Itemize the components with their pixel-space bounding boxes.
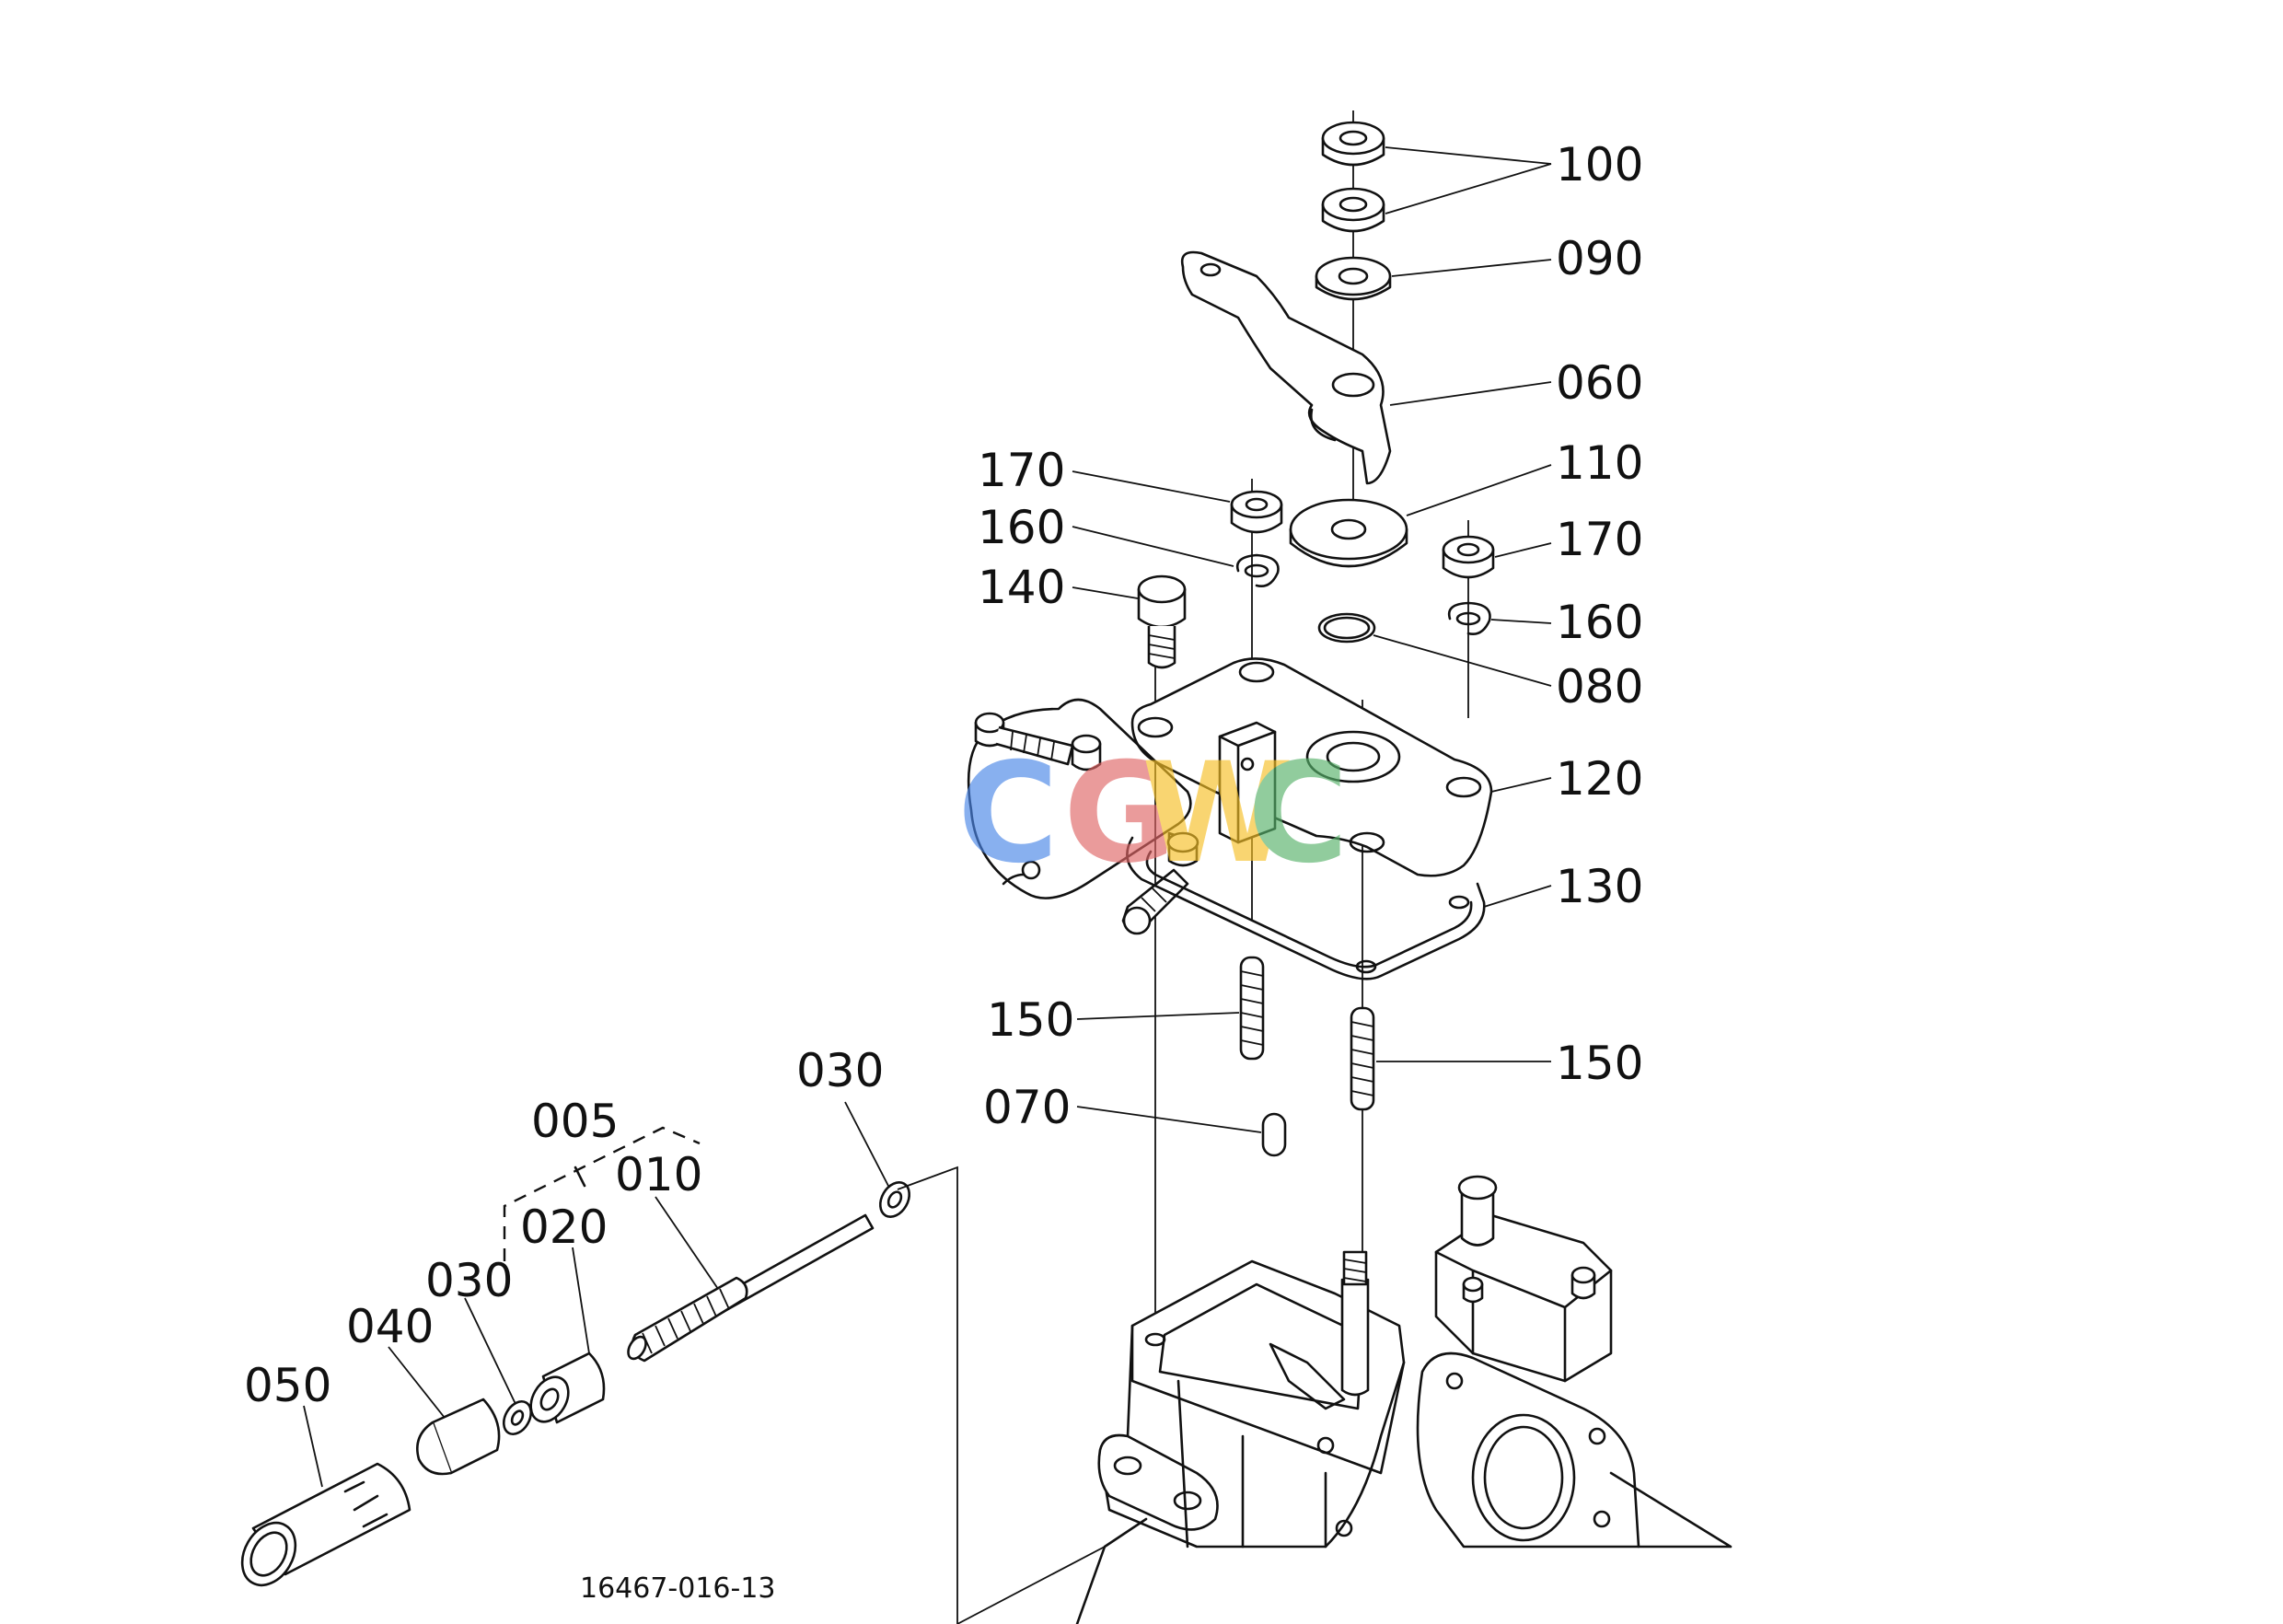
pump-housing <box>1075 1175 1733 1624</box>
part-130-gasket <box>1126 836 1486 980</box>
label-160-right: 160 <box>1556 596 1643 649</box>
watermark-letter-4: C <box>1247 734 1349 894</box>
callout-labels: 100 090 060 110 170 160 140 170 160 080 … <box>244 138 1643 1605</box>
part-140-plug-bolt <box>1137 574 1187 669</box>
part-160-lock-washer-left <box>1235 553 1280 587</box>
label-150-left: 150 <box>987 993 1074 1047</box>
adjusting-screw-assembly <box>967 698 1199 935</box>
label-120: 120 <box>1556 752 1643 806</box>
part-005-assembly-bracket <box>503 1126 701 1261</box>
part-080-o-ring <box>1317 612 1376 644</box>
label-140: 140 <box>978 561 1065 614</box>
label-100: 100 <box>1556 138 1643 191</box>
part-090-washer <box>1315 256 1392 301</box>
leader-lines <box>303 146 1552 1488</box>
part-120-cover-plate <box>1130 657 1493 877</box>
part-070-key <box>1261 1112 1287 1157</box>
part-060-lever <box>1180 250 1392 485</box>
label-110: 110 <box>1556 436 1643 490</box>
part-170-nut-left <box>1230 490 1283 534</box>
part-050-sleeve <box>240 1462 411 1587</box>
label-010: 010 <box>615 1148 702 1201</box>
part-030-washer-upper <box>878 1181 911 1218</box>
label-080: 080 <box>1556 660 1643 713</box>
label-040: 040 <box>346 1300 434 1353</box>
label-170-right: 170 <box>1556 513 1643 566</box>
part-010-rod-and-spring <box>627 1213 875 1363</box>
label-050: 050 <box>244 1359 331 1412</box>
label-130: 130 <box>1556 860 1643 913</box>
part-110-large-washer <box>1289 498 1408 568</box>
watermark: C G W C <box>957 734 1349 894</box>
watermark-letter-1: C <box>957 734 1059 894</box>
label-090: 090 <box>1556 232 1643 285</box>
drawing-code: 16467-016-13 <box>580 1572 776 1605</box>
watermark-letter-2: G <box>1063 734 1176 894</box>
label-170-left: 170 <box>978 444 1065 497</box>
part-150-stud-left <box>1239 956 1265 1061</box>
label-160-left: 160 <box>978 501 1065 554</box>
part-170-nut-right <box>1442 535 1495 579</box>
watermark-letter-3: W <box>1142 734 1293 894</box>
reference-line-030 <box>897 1166 1106 1624</box>
part-020-nut <box>529 1351 606 1424</box>
label-030-lower: 030 <box>425 1254 513 1307</box>
part-100-nut-lower <box>1321 187 1385 233</box>
label-030-upper: 030 <box>796 1044 884 1097</box>
label-150-right: 150 <box>1556 1037 1643 1090</box>
part-150-stud-right <box>1350 1006 1375 1111</box>
part-100-nut-upper <box>1321 121 1385 167</box>
label-060: 060 <box>1556 356 1643 410</box>
label-005: 005 <box>531 1095 619 1148</box>
part-030-washer-lower <box>502 1400 533 1435</box>
part-160-lock-washer-right <box>1447 601 1491 635</box>
part-040-cap <box>416 1398 501 1476</box>
label-070: 070 <box>983 1081 1071 1134</box>
label-020: 020 <box>520 1201 608 1254</box>
